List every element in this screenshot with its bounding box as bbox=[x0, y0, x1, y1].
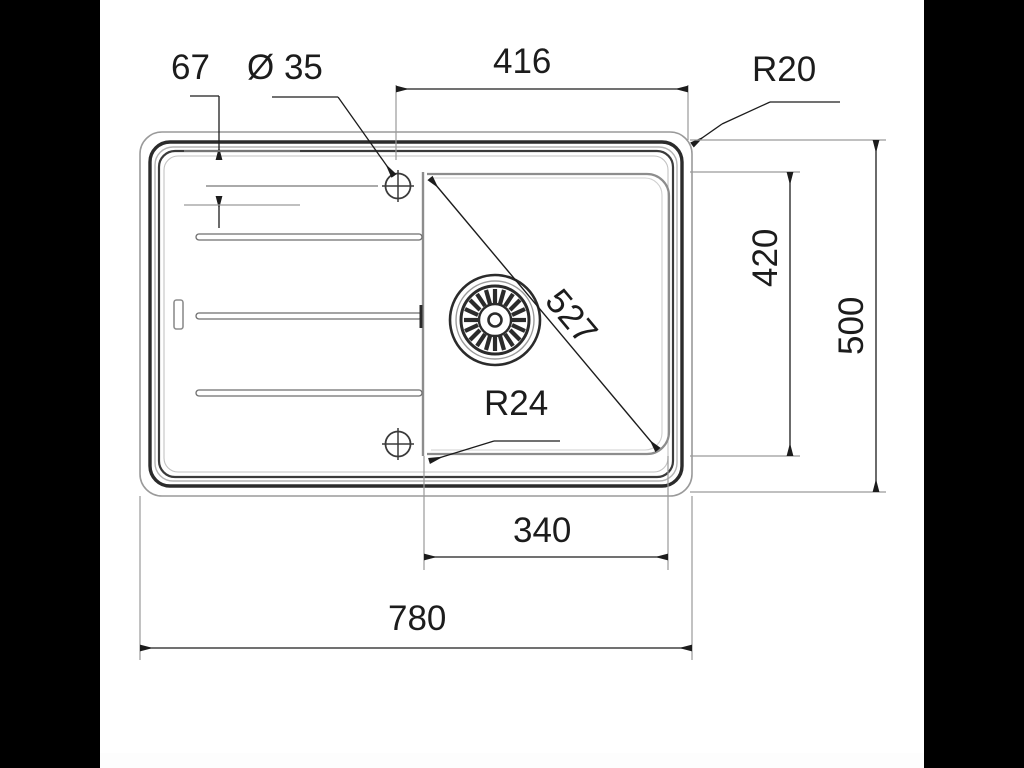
label-420: 420 bbox=[746, 228, 785, 287]
label-67: 67 bbox=[171, 48, 210, 87]
label-416: 416 bbox=[493, 42, 552, 81]
label-780: 780 bbox=[388, 599, 447, 638]
label-r20: R20 bbox=[752, 50, 817, 89]
label-tap-hole-diameter: Ø 35 bbox=[247, 48, 323, 87]
sheet-bottom-strip bbox=[100, 753, 924, 768]
label-340: 340 bbox=[513, 511, 572, 550]
label-r24: R24 bbox=[484, 384, 549, 423]
label-500: 500 bbox=[832, 296, 871, 355]
drawing-sheet bbox=[100, 0, 924, 753]
